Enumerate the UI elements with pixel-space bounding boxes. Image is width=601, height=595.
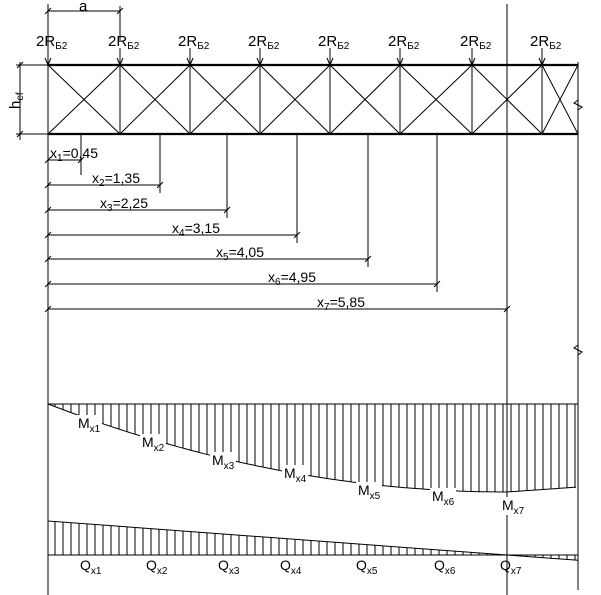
dimension-tick bbox=[44, 280, 52, 288]
moment-label: Mx1 bbox=[78, 415, 101, 435]
truss-diagonal bbox=[399, 64, 473, 135]
load-label: 2RБ2 bbox=[36, 33, 68, 52]
shear-label: Qx6 bbox=[434, 557, 456, 577]
break-mark-lower bbox=[573, 344, 583, 356]
truss-web bbox=[47, 64, 579, 135]
moment-label-bg bbox=[210, 452, 236, 470]
height-dim-tick-top bbox=[16, 61, 24, 69]
shear-label: Qx2 bbox=[146, 557, 168, 577]
dimension-tick bbox=[503, 305, 511, 313]
shear-label: Qx1 bbox=[80, 557, 102, 577]
load-label: 2RБ2 bbox=[178, 33, 210, 52]
truss-diagonal bbox=[259, 64, 331, 135]
truss-diagonal bbox=[471, 64, 543, 135]
truss-diagonal bbox=[329, 64, 401, 135]
load-arrowhead bbox=[326, 57, 334, 67]
load-arrowhead bbox=[468, 57, 476, 67]
dimension-label: x2=1,35 bbox=[92, 170, 140, 189]
truss-diagonal bbox=[47, 64, 121, 135]
dimension-label: x1=0,45 bbox=[50, 145, 98, 164]
moment-curve bbox=[47, 403, 577, 493]
spacing-label: a bbox=[79, 0, 88, 15]
shear-label: Qx7 bbox=[500, 557, 522, 577]
moment-label: Mx6 bbox=[432, 488, 455, 508]
dimension-label: x4=3,15 bbox=[172, 220, 220, 239]
shear-label: Qx3 bbox=[218, 557, 240, 577]
moment-label-bg bbox=[140, 434, 166, 452]
break-mark-upper bbox=[573, 99, 583, 111]
dimension-tick bbox=[44, 305, 52, 313]
dimension-lines: x1=0,45 x2=1,35 x3=2,25 x4=3,15 x5=4,05x6=4,… bbox=[44, 134, 511, 313]
shear-label: Qx5 bbox=[356, 557, 378, 577]
truss-diagonal bbox=[189, 64, 261, 135]
shear-line bbox=[47, 520, 579, 561]
truss-diagonal bbox=[541, 64, 579, 135]
dimension-label: x7=5,85 bbox=[317, 294, 365, 313]
dimension-label: x3=2,25 bbox=[100, 195, 148, 214]
spacing-dim-tick-left bbox=[44, 7, 52, 15]
load-label: 2RБ2 bbox=[530, 33, 562, 52]
beam-structure bbox=[16, 4, 583, 595]
dimension-tick bbox=[44, 206, 52, 214]
moment-label-bg bbox=[356, 482, 382, 500]
load-arrows: 2RБ2 2RБ2 2RБ2 2RБ2 2RБ2 2RБ2 2RБ2 2RБ2 bbox=[36, 33, 562, 67]
load-label: 2RБ2 bbox=[248, 33, 280, 52]
shear-label: Qx4 bbox=[280, 557, 302, 577]
load-arrowhead bbox=[538, 57, 546, 67]
load-arrowhead bbox=[396, 57, 404, 67]
moment-label-bg bbox=[430, 488, 456, 506]
dimension-tick bbox=[44, 181, 52, 189]
shear-diagram: Qx1 Qx2 Qx3 Qx4 Qx5 Qx6 Qx7 bbox=[47, 520, 579, 577]
load-arrowhead bbox=[44, 57, 52, 67]
moment-label-bg bbox=[282, 465, 308, 483]
moment-label: Mx2 bbox=[142, 434, 165, 454]
load-label: 2RБ2 bbox=[460, 33, 492, 52]
truss-diagonal bbox=[119, 64, 191, 135]
moment-label: Mx4 bbox=[284, 465, 307, 485]
load-label: 2RБ2 bbox=[388, 33, 420, 52]
dimension-tick bbox=[44, 255, 52, 263]
dimension-label: x5=4,05 bbox=[216, 244, 264, 263]
moment-label: Mx7 bbox=[502, 497, 525, 517]
load-arrowhead bbox=[186, 57, 194, 67]
height-label: hef bbox=[7, 92, 26, 109]
load-arrowhead bbox=[116, 57, 124, 67]
moment-label: Mx5 bbox=[358, 482, 381, 502]
moment-label-bg bbox=[500, 497, 526, 515]
dimension-tick bbox=[44, 231, 52, 239]
moment-label-bg bbox=[76, 415, 102, 433]
height-dim-tick-bottom bbox=[16, 130, 24, 138]
dimension-label: x6=4,95 bbox=[268, 269, 316, 288]
load-label: 2RБ2 bbox=[108, 33, 140, 52]
dimension-tick bbox=[44, 156, 52, 164]
moment-label: Mx3 bbox=[212, 452, 235, 472]
load-arrowhead bbox=[256, 57, 264, 67]
load-label: 2RБ2 bbox=[318, 33, 350, 52]
